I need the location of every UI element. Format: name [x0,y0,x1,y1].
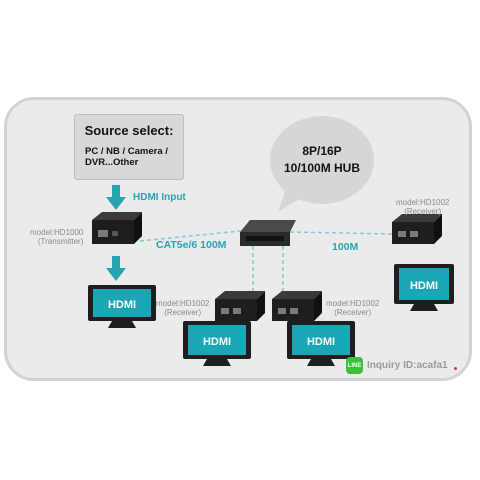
link-hub-rx-right [289,231,393,235]
cat5-label: CAT5e/6 100M [156,239,227,251]
monitor-center-text: HDMI [307,336,335,348]
hub-ports-label: 8P/16P [302,144,342,158]
source-select-list: PC / NB / Camera / DVR...Other [75,146,183,168]
source-select-title: Source select: [84,123,174,138]
hub-speed-label: 10/100M HUB [283,161,361,175]
hub-label: 8P/16P 10/100M HUB [270,143,374,177]
monitor-transmitter: HDMI [88,285,156,328]
speed-100m-label: 100M [332,241,359,253]
receiver-label-right: model:HD1002 (Receiver) [396,198,449,216]
monitor-right: HDMI [394,264,454,311]
receiver-right-role: (Receiver) [404,207,442,216]
arrow-down-icon [106,256,126,281]
source-select-box: Source select: PC / NB / Camera / DVR...… [74,114,184,180]
transmitter-role: (Transmitter) [37,237,84,246]
red-dot-mark [453,367,457,370]
receiver-device-left [215,291,265,321]
receiver-device-center [272,291,322,321]
source-line-2: DVR...Other [85,157,139,168]
receiver-right-model: model:HD1002 [396,198,450,207]
line-app-icon-text: LINE [347,362,362,369]
receiver-label-center: model:HD1002 (Receiver) [326,299,379,317]
receiver-center-model: model:HD1002 [326,299,380,308]
receiver-center-role: (Receiver) [334,308,372,317]
transmitter-label: model:HD1000 (Transmitter) [30,228,83,246]
transmitter-device [92,212,142,244]
hub-bubble-tail [278,188,304,212]
monitor-left-text: HDMI [203,336,231,348]
source-line-1: PC / NB / Camera / [85,146,168,157]
receiver-left-role: (Receiver) [164,308,202,317]
receiver-label-left: model:HD1002 (Receiver) [156,299,209,317]
monitor-left: HDMI [183,321,251,366]
inquiry-badge: LINE Inquiry ID:acafa1 [346,357,457,374]
receiver-device-right [392,214,442,244]
monitor-center: HDMI [287,321,355,366]
transmitter-model: model:HD1000 [30,228,84,237]
receiver-left-model: model:HD1002 [156,299,210,308]
line-app-icon: LINE [346,357,363,374]
monitor-transmitter-text: HDMI [108,299,136,311]
hdmi-input-label: HDMI Input [133,192,186,203]
inquiry-id-text: Inquiry ID:acafa1 [367,360,448,371]
hub-device [240,220,296,246]
arrow-down-icon [106,185,126,210]
monitor-right-text: HDMI [410,280,438,292]
link-tx-hub [139,230,241,242]
